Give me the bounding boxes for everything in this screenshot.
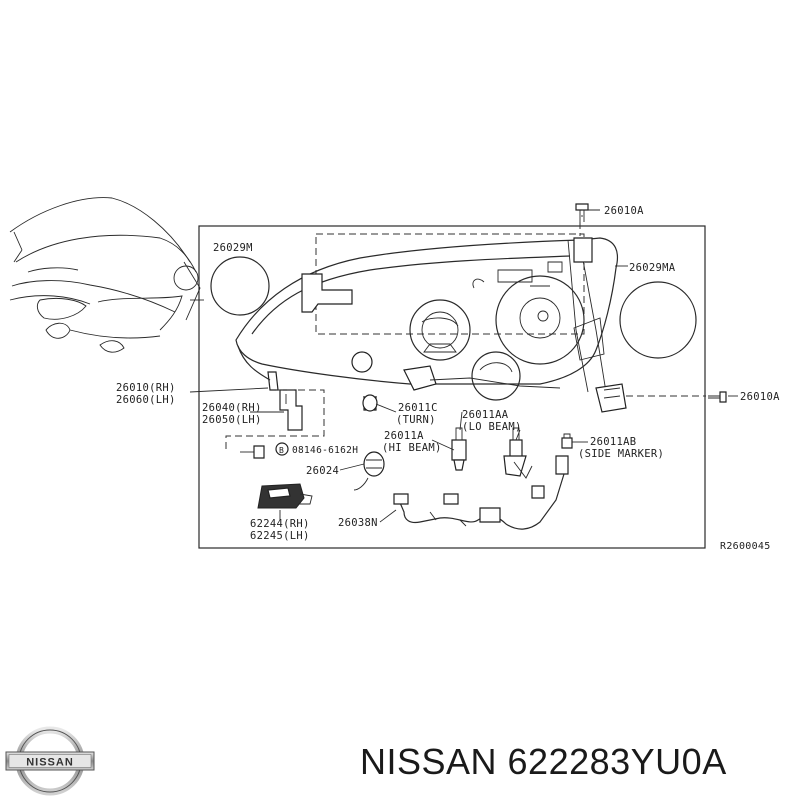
- label-26011c-note: (TURN): [396, 414, 436, 426]
- label-26029m: 26029M: [213, 242, 253, 254]
- label-26011ab-note: (SIDE MARKER): [578, 448, 664, 460]
- nissan-logo: NISSAN: [5, 726, 95, 796]
- bulb-26011aa: [503, 427, 527, 477]
- label-26010a-right: 26010A: [740, 391, 780, 403]
- lens-26029ma: [619, 281, 697, 359]
- label-62245-lh: 62245(LH): [250, 530, 310, 542]
- label-26011aa: 26011AA: [462, 409, 509, 421]
- label-26040-rh: 26040(RH): [202, 402, 262, 414]
- diagram-frame: [198, 225, 706, 549]
- bracket-26040: [225, 389, 325, 452]
- label-26024: 26024: [306, 465, 339, 477]
- label-26011c: 26011C: [398, 402, 438, 414]
- socket-26024: [353, 451, 385, 491]
- leader-lines: [189, 209, 738, 523]
- bulb-26011c: [362, 394, 378, 412]
- headlamp-housing: [235, 237, 627, 413]
- label-62244-rh: 62244(RH): [250, 518, 310, 530]
- cover-62244: [257, 483, 313, 509]
- screw-26010a-top: [575, 203, 589, 236]
- label-26060-lh: 26060(LH): [116, 394, 176, 406]
- label-26011a: 26011A: [384, 430, 424, 442]
- label-bolt-code: 08146-6162H: [292, 445, 358, 456]
- label-bolt-prefix: B: [279, 446, 284, 455]
- bulb-26011ab: [561, 433, 573, 449]
- logo-text: NISSAN: [26, 757, 74, 769]
- dashed-assembly-box: [315, 233, 585, 335]
- label-26050-lh: 26050(LH): [202, 414, 262, 426]
- bolt-08146: [240, 442, 289, 459]
- part-number-caption: NISSAN 622283YU0A: [360, 741, 727, 782]
- label-26029ma: 26029MA: [629, 262, 676, 274]
- harness-26038n: [393, 455, 569, 530]
- label-26038n: 26038N: [338, 517, 378, 529]
- car-front-sketch: [9, 197, 204, 353]
- label-26010-rh: 26010(RH): [116, 382, 176, 394]
- frame-reference: R2600045: [720, 541, 771, 552]
- label-26010a-top: 26010A: [604, 205, 644, 217]
- label-26011a-note: (HI BEAM): [382, 442, 442, 454]
- screw-26010a-right: [626, 391, 727, 403]
- label-26011ab: 26011AB: [590, 436, 636, 448]
- label-26011aa-note: (LO BEAM): [462, 421, 522, 433]
- lens-26029m: [210, 256, 270, 316]
- bulb-26011a: [451, 427, 467, 471]
